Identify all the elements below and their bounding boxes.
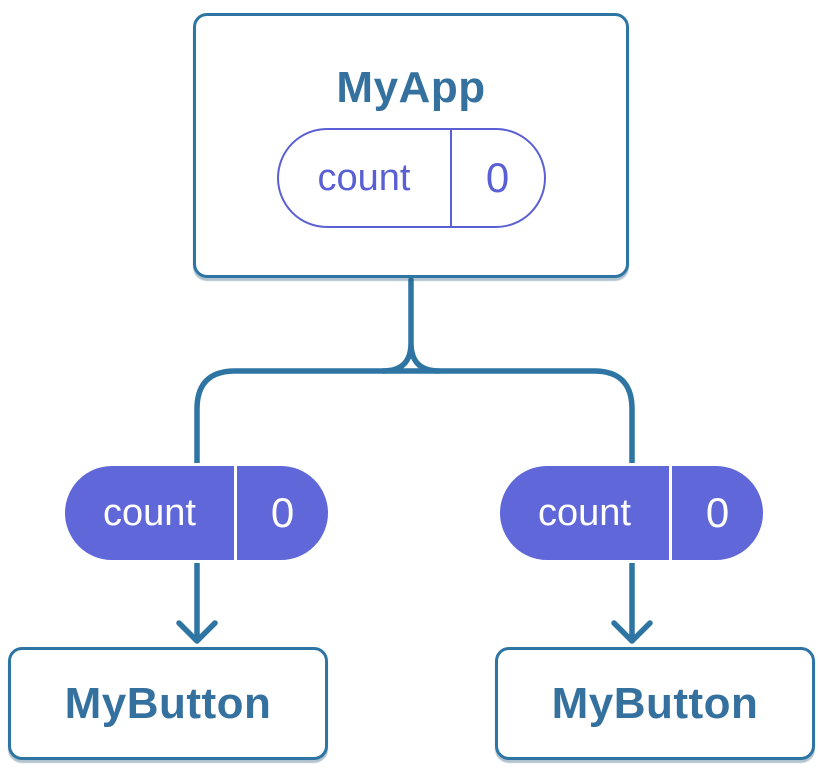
state-name-label: count <box>317 157 411 199</box>
child-component-card-left: MyButton <box>8 647 328 760</box>
state-value-label: 0 <box>234 466 328 560</box>
parent-state-pill: count 0 <box>276 128 546 228</box>
state-value-label: 0 <box>449 130 544 226</box>
child-component-card-right: MyButton <box>495 647 815 760</box>
parent-stem-connector <box>380 277 442 374</box>
state-value-label: 0 <box>669 466 763 560</box>
state-name-label: count <box>538 492 631 534</box>
child-card-title: MyButton <box>64 678 272 728</box>
child-card-title: MyButton <box>551 678 759 728</box>
branch-connector <box>194 368 635 643</box>
parent-card-title: MyApp <box>336 63 486 112</box>
child-state-pill-right: count 0 <box>497 463 766 563</box>
arrowhead-right-icon <box>611 620 653 644</box>
state-name-label: count <box>103 492 196 534</box>
parent-component-card: MyApp count 0 <box>193 13 629 278</box>
child-state-pill-left: count 0 <box>62 463 331 563</box>
arrowhead-left-icon <box>176 620 218 644</box>
